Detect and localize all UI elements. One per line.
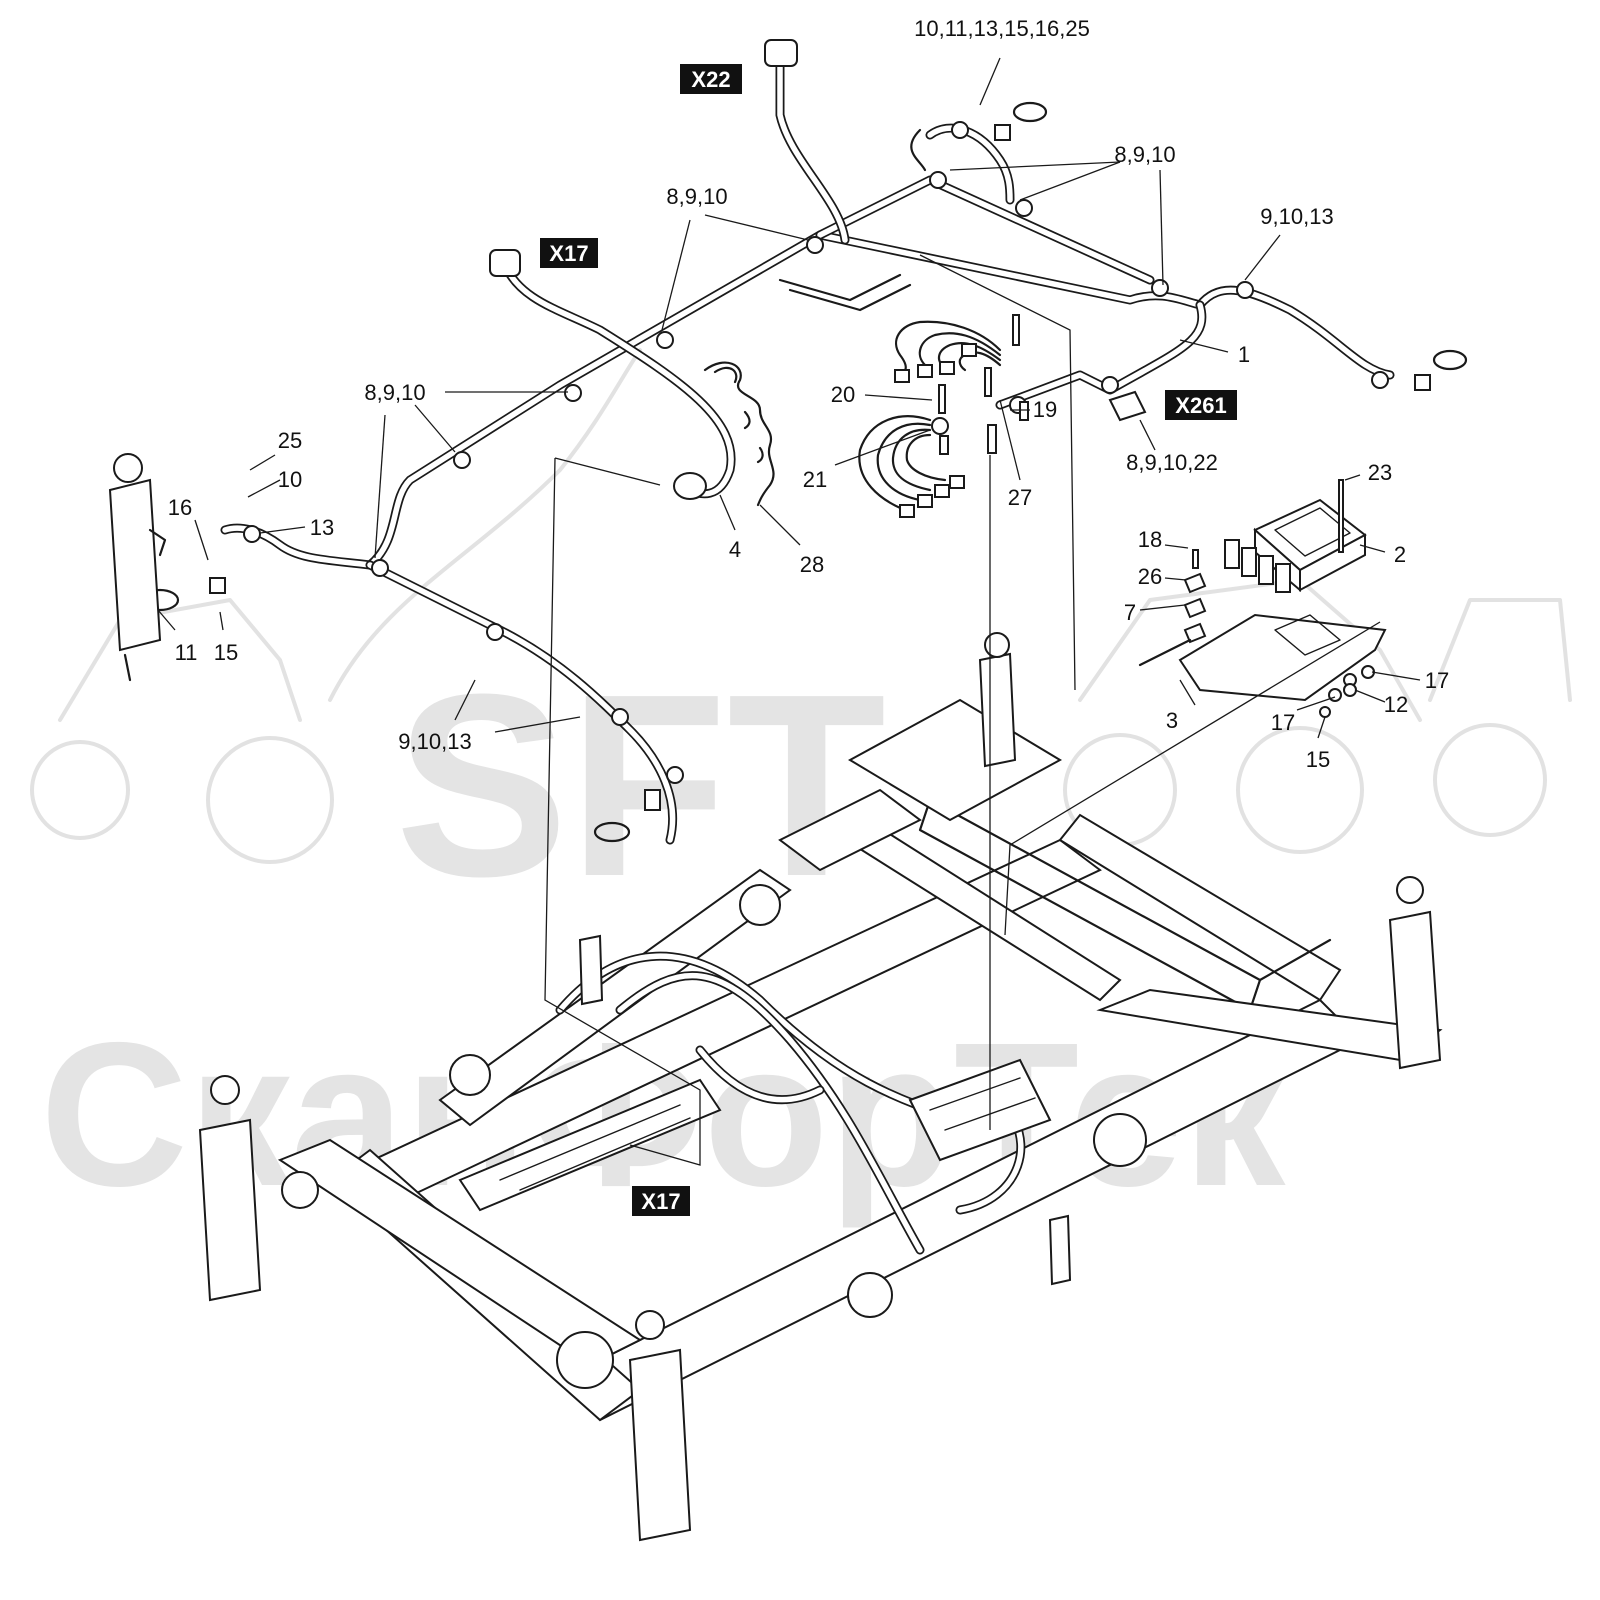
leader-lines <box>157 57 1421 1166</box>
callout-8-9-10-top-center: 8,9,10 <box>666 184 727 209</box>
svg-text:X22: X22 <box>691 67 730 92</box>
callout-1: 1 <box>1238 342 1250 367</box>
callout-26: 26 <box>1138 564 1162 589</box>
callout-18: 18 <box>1138 527 1162 552</box>
callout-10-11-13-15-16-25: 10,11,13,15,16,25 <box>914 16 1090 41</box>
callout-28: 28 <box>800 552 824 577</box>
callout-3: 3 <box>1166 708 1178 733</box>
connector-badge-x17-top: X17 <box>540 238 598 268</box>
callout-27: 27 <box>1008 485 1032 510</box>
callout-9-10-13-left: 9,10,13 <box>398 729 471 754</box>
callout-9-10-13-right: 9,10,13 <box>1260 204 1333 229</box>
callout-16: 16 <box>168 495 192 520</box>
callout-15-right: 15 <box>1306 747 1330 772</box>
callout-8-9-10-top-right: 8,9,10 <box>1114 142 1175 167</box>
control-unit-assembly <box>1004 479 1387 936</box>
callout-17-right: 17 <box>1425 668 1449 693</box>
callout-15-left: 15 <box>214 640 238 665</box>
callout-8-9-10-left: 8,9,10 <box>364 380 425 405</box>
callout-7: 7 <box>1124 600 1136 625</box>
watermark-logo: SFT <box>395 641 886 931</box>
part-callouts: 10,11,13,15,16,25 8,9,10 8,9,10 8,9,10 9… <box>168 16 1449 772</box>
svg-text:X17: X17 <box>549 241 588 266</box>
callout-2: 2 <box>1394 542 1406 567</box>
svg-text:X17: X17 <box>641 1189 680 1214</box>
callout-21: 21 <box>803 467 827 492</box>
callout-4: 4 <box>729 537 741 562</box>
callout-19: 19 <box>1033 397 1057 422</box>
callout-12: 12 <box>1384 692 1408 717</box>
connector-badge-x22: X22 <box>680 64 742 94</box>
callout-23: 23 <box>1368 460 1392 485</box>
harness-clamps <box>243 121 1389 784</box>
connector-badge-x17-bottom: X17 <box>632 1186 690 1216</box>
main-harness <box>108 39 1468 845</box>
svg-text:X261: X261 <box>1175 393 1226 418</box>
callout-10-left: 10 <box>278 467 302 492</box>
callout-11: 11 <box>175 640 198 665</box>
sensor-lead-bundles <box>858 314 1029 1130</box>
callout-25: 25 <box>278 428 302 453</box>
callout-8-9-10-22: 8,9,10,22 <box>1126 450 1218 475</box>
callout-17-middle: 17 <box>1271 710 1295 735</box>
callout-20: 20 <box>831 382 855 407</box>
lift-frame <box>198 632 1443 1542</box>
callout-13: 13 <box>310 515 334 540</box>
connector-badge-x261: X261 <box>1165 390 1237 420</box>
